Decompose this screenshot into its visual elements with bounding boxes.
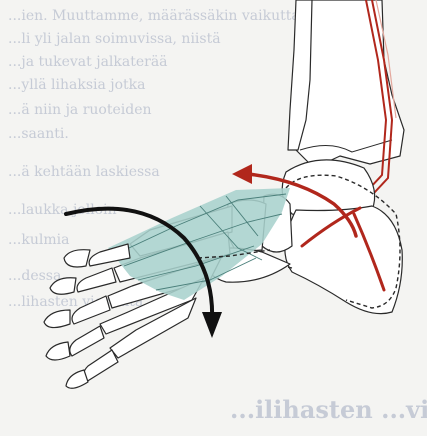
phalanx [77, 268, 116, 292]
bleed-line: ...ä niin ja ruoteiden [8, 102, 152, 118]
bleed-line: ...dessa [8, 268, 61, 284]
bleed-line: ...li yli jalan soimuvissa, niistä [8, 31, 221, 47]
bleed-heading: ...ilihasten ...vien sta [230, 395, 427, 424]
bleed-line: ...ä kehtään laskiessa [8, 164, 160, 180]
phalanx [83, 350, 118, 382]
calcaneus [285, 206, 402, 314]
phalanx [70, 326, 104, 356]
bleed-line: ...saanti. [8, 126, 69, 142]
bleed-line: ...ja tukevat jalkaterää [8, 54, 168, 70]
phalanx [44, 310, 70, 328]
phalanx [46, 342, 70, 360]
phalanx [66, 370, 88, 388]
phalanx [64, 250, 90, 267]
bleed-line: ...kulmia [8, 232, 69, 248]
bleed-line: ...ien. Muuttamme, määrässäkin vaikuttaa [8, 8, 308, 24]
bleed-line: ...yllä lihaksia jotka [8, 77, 146, 93]
